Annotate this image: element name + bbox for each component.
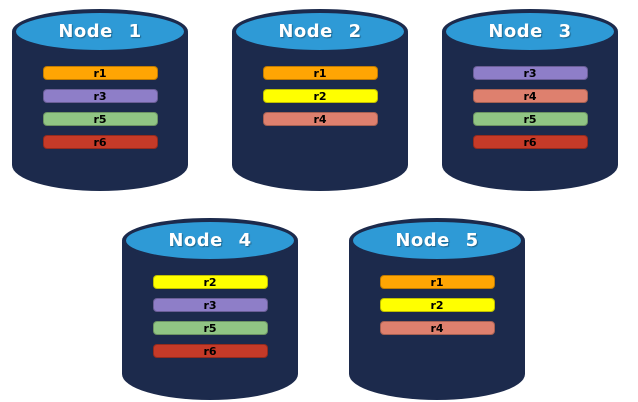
replica-bar: r5 <box>152 321 268 335</box>
node-1-label: Node 1 <box>58 21 142 42</box>
replica-bar: r3 <box>152 298 268 312</box>
node-3-replica-list: r3 r4 r5 r6 <box>442 66 618 149</box>
node-4-label: Node 4 <box>168 230 252 251</box>
replica-bar: r3 <box>472 66 588 80</box>
node-5-replica-list: r1 r2 r4 <box>349 275 525 335</box>
node-4-replica-list: r2 r3 r5 r6 <box>122 275 298 358</box>
replica-bar: r5 <box>472 112 588 126</box>
node-4-cylinder-top: Node 4 <box>122 218 298 263</box>
node-2-replica-list: r1 r2 r4 <box>232 66 408 126</box>
node-5-cylinder-top: Node 5 <box>349 218 525 263</box>
replica-bar: r4 <box>379 321 495 335</box>
node-2-cylinder-top: Node 2 <box>232 9 408 54</box>
replica-bar: r6 <box>472 135 588 149</box>
replica-bar: r5 <box>42 112 158 126</box>
node-5: Node 5 r1 r2 r4 <box>349 218 525 400</box>
replica-bar: r4 <box>262 112 378 126</box>
node-4: Node 4 r2 r3 r5 r6 <box>122 218 298 400</box>
replica-bar: r3 <box>42 89 158 103</box>
node-3: Node 3 r3 r4 r5 r6 <box>442 9 618 191</box>
replica-bar: r4 <box>472 89 588 103</box>
replica-bar: r6 <box>42 135 158 149</box>
node-3-label: Node 3 <box>488 21 572 42</box>
replica-bar: r2 <box>262 89 378 103</box>
node-1-cylinder-body <box>12 31 188 191</box>
node-4-cylinder-body <box>122 240 298 400</box>
replica-bar: r2 <box>379 298 495 312</box>
replica-bar: r1 <box>262 66 378 80</box>
node-2-cylinder-body <box>232 31 408 191</box>
node-5-label: Node 5 <box>395 230 479 251</box>
node-1-cylinder-top: Node 1 <box>12 9 188 54</box>
node-5-cylinder-body <box>349 240 525 400</box>
node-3-cylinder-top: Node 3 <box>442 9 618 54</box>
replica-bar: r1 <box>42 66 158 80</box>
node-1: Node 1 r1 r3 r5 r6 <box>12 9 188 191</box>
node-1-replica-list: r1 r3 r5 r6 <box>12 66 188 149</box>
node-3-cylinder-body <box>442 31 618 191</box>
replica-bar: r1 <box>379 275 495 289</box>
replica-bar: r6 <box>152 344 268 358</box>
node-2-label: Node 2 <box>278 21 362 42</box>
replica-bar: r2 <box>152 275 268 289</box>
node-2: Node 2 r1 r2 r4 <box>232 9 408 191</box>
